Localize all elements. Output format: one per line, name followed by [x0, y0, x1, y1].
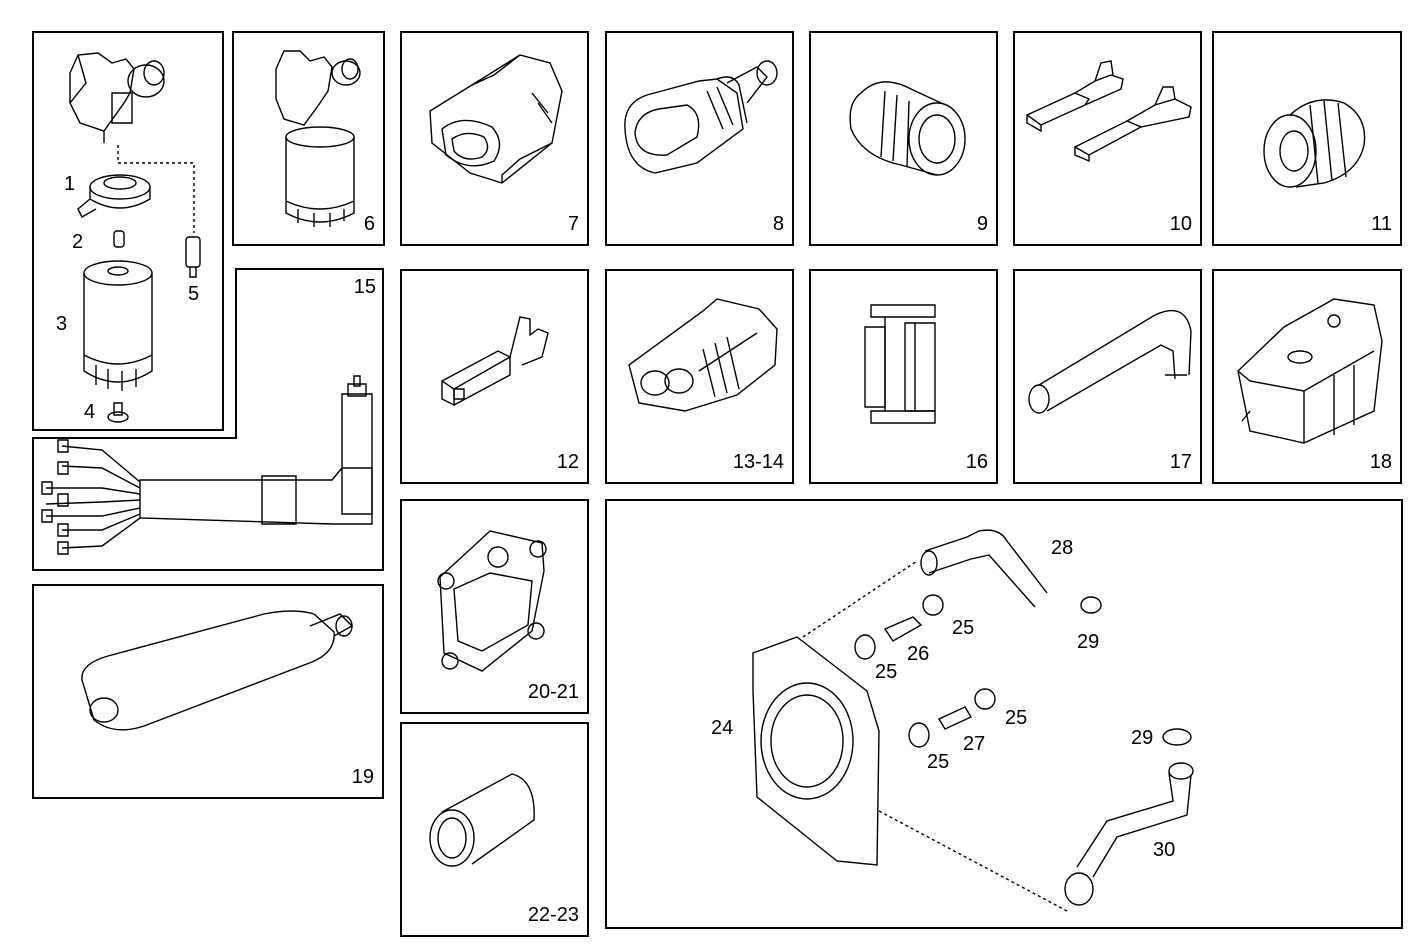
label-25-d: 25: [927, 751, 950, 773]
connector-housing-drawing: [402, 33, 591, 248]
heater-exploded-drawing: [607, 501, 1405, 931]
panel-part-15[interactable]: 15: [32, 268, 384, 571]
label-25-a: 25: [952, 617, 975, 639]
label-10: 10: [1169, 213, 1192, 235]
panel-part-6[interactable]: 6: [232, 31, 385, 246]
label-18: 18: [1369, 451, 1392, 473]
panel-part-11[interactable]: 11: [1212, 31, 1402, 246]
label-25-b: 25: [875, 661, 898, 683]
tank-reservoir-drawing: [1214, 271, 1404, 486]
label-16: 16: [965, 451, 988, 473]
label-13-14: 13-14: [732, 451, 784, 473]
sleeve-tube-drawing: [402, 724, 591, 939]
label-2: 2: [72, 231, 84, 253]
seal-plug-drawing: [1214, 33, 1404, 248]
panel-fuel-filter-assembly[interactable]: 1 2 3 4 5: [32, 31, 224, 431]
label-28: 28: [1051, 537, 1074, 559]
label-5: 5: [188, 283, 200, 305]
panel-heater-assembly[interactable]: 24 25 25 25 25 26 27 28 29 29 30: [605, 499, 1403, 929]
panel-part-19[interactable]: 19: [32, 584, 384, 799]
fuel-filter-assembled-drawing: [234, 33, 387, 248]
label-8: 8: [772, 213, 784, 235]
label-20-21: 20-21: [527, 681, 579, 703]
label-3: 3: [56, 313, 68, 335]
divider-line: [32, 437, 236, 439]
panel-part-8[interactable]: 8: [605, 31, 794, 246]
label-29-a: 29: [1077, 631, 1100, 653]
plug-connector-drawing: [607, 33, 796, 248]
label-24: 24: [711, 717, 734, 739]
label-30: 30: [1153, 839, 1176, 861]
label-11: 11: [1371, 213, 1392, 235]
panel-part-22-23[interactable]: 22-23: [400, 722, 589, 937]
two-way-connector-drawing: [607, 271, 796, 486]
panel-part-18[interactable]: 18: [1212, 269, 1402, 484]
label-15: 15: [353, 276, 376, 298]
label-29-b: 29: [1131, 727, 1154, 749]
label-12: 12: [556, 451, 579, 473]
female-terminal-drawing: [402, 271, 591, 486]
hose-elbow-drawing: [1015, 271, 1204, 486]
label-7: 7: [567, 213, 579, 235]
terminal-pins-drawing: [1015, 33, 1204, 248]
clip-retainer-drawing: [811, 271, 1000, 486]
label-26: 26: [907, 643, 930, 665]
panel-part-7[interactable]: 7: [400, 31, 589, 246]
wiring-harness-drawing: [32, 268, 384, 571]
label-17: 17: [1169, 451, 1192, 473]
panel-part-12[interactable]: 12: [400, 269, 589, 484]
fuel-filter-exploded-drawing: [34, 33, 226, 433]
label-19: 19: [351, 766, 374, 788]
panel-part-17[interactable]: 17: [1013, 269, 1202, 484]
panel-part-10[interactable]: 10: [1013, 31, 1202, 246]
muffler-silencer-drawing: [34, 586, 386, 801]
label-9: 9: [976, 213, 988, 235]
panel-part-16[interactable]: 16: [809, 269, 998, 484]
label-4: 4: [84, 401, 96, 423]
label-6: 6: [363, 213, 375, 235]
seal-grommet-drawing: [811, 33, 1000, 248]
label-22-23: 22-23: [527, 904, 579, 926]
panel-part-13-14[interactable]: 13-14: [605, 269, 794, 484]
mounting-bracket-drawing: [402, 501, 591, 716]
label-1: 1: [64, 173, 76, 195]
panel-part-20-21[interactable]: 20-21: [400, 499, 589, 714]
panel-part-9[interactable]: 9: [809, 31, 998, 246]
label-25-c: 25: [1005, 707, 1028, 729]
label-27: 27: [963, 733, 986, 755]
